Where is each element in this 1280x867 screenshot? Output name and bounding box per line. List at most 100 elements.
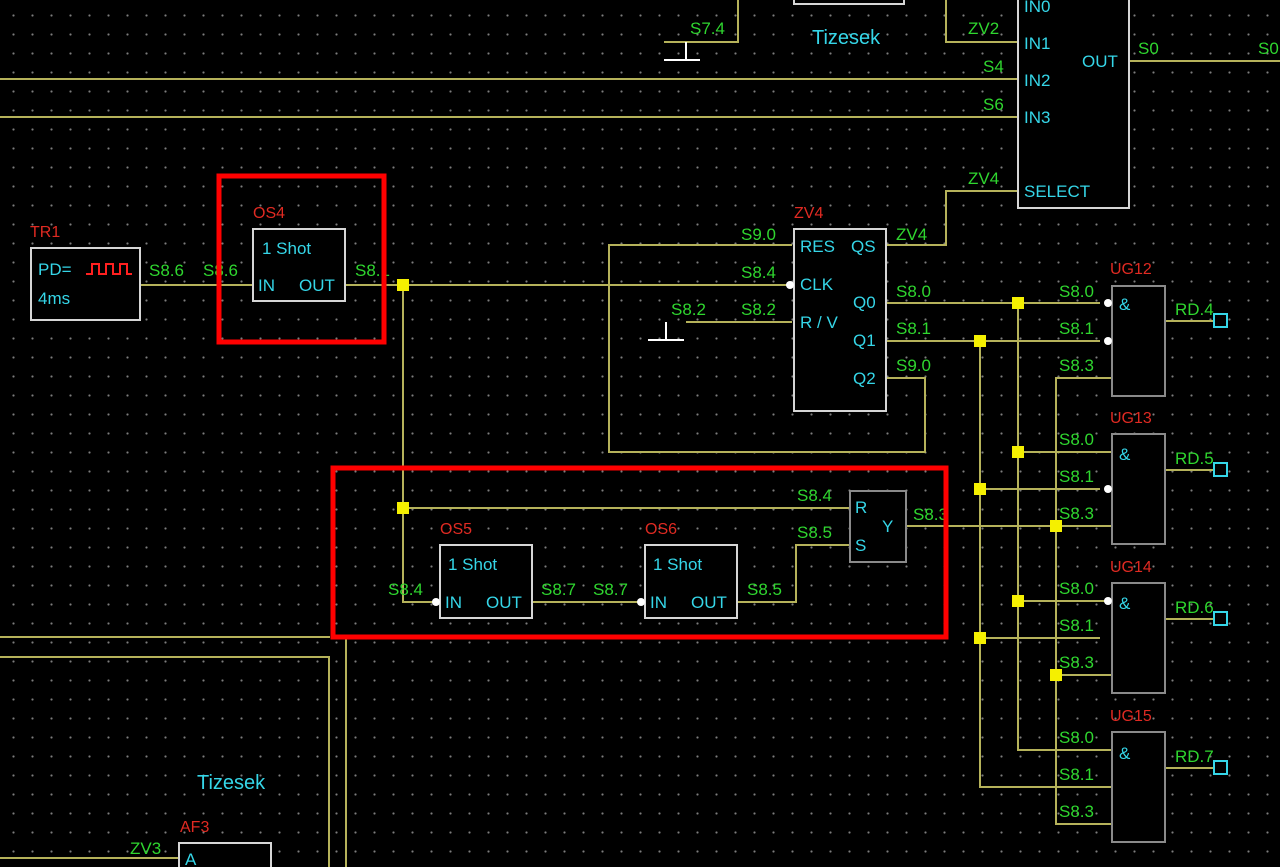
- title-top: Tizesek: [812, 27, 881, 49]
- sig-g15-in2: S8.3: [1059, 802, 1094, 821]
- ug12-and-icon: &: [1119, 295, 1131, 314]
- ff-r: R: [855, 498, 867, 517]
- os6-out: OUT: [691, 593, 727, 612]
- counter-q0: Q0: [853, 293, 876, 312]
- flipflop-block[interactable]: R S Y: [849, 490, 907, 563]
- mux-in2: IN2: [1024, 71, 1050, 90]
- os5-out: OUT: [486, 593, 522, 612]
- gate-ug13[interactable]: UG13 & RD.5: [1104, 410, 1228, 545]
- sig-s81: S8.1: [355, 261, 390, 280]
- signal-labels: S7.4 ZV2 S4 S6 ZV4 S0 S0 S8.6 S8.6 S8.1 …: [130, 19, 1279, 858]
- timer-tr1[interactable]: TR1 PD= 4ms: [30, 224, 141, 321]
- wire-bottom-b: [0, 656, 330, 867]
- bus-s81: [979, 341, 1112, 788]
- af3-pin-a: A: [185, 850, 197, 867]
- ug14-and-icon: &: [1119, 594, 1131, 613]
- ug15-out-label: RD.7: [1175, 747, 1214, 766]
- sig-g14-in1: S8.1: [1059, 616, 1094, 635]
- sig-s80-q0: S8.0: [896, 282, 931, 301]
- sig-s90: S9.0: [741, 225, 776, 244]
- wire-s90-loop: [608, 244, 926, 453]
- pulse-wave-icon: [86, 263, 132, 275]
- sig-s6: S6: [983, 95, 1004, 114]
- oneshot-os6[interactable]: OS6 1 Shot IN OUT: [637, 521, 738, 619]
- sig-s74: S7.4: [690, 19, 725, 38]
- ug14-name: UG14: [1110, 559, 1152, 576]
- timer-period: 4ms: [38, 289, 70, 308]
- os5-name: OS5: [440, 521, 472, 538]
- ug13-out-label: RD.5: [1175, 449, 1214, 468]
- ff-y: Y: [882, 517, 893, 536]
- os6-in: IN: [650, 593, 667, 612]
- ug12-out-label: RD.4: [1175, 300, 1214, 319]
- mux-block[interactable]: IN0 IN1 IN2 IN3 SELECT OUT: [1017, 0, 1130, 209]
- ug15-name: UG15: [1110, 708, 1152, 725]
- block-af3[interactable]: AF3 A: [178, 819, 272, 867]
- af3-name: AF3: [180, 819, 209, 836]
- ug15-and-icon: &: [1119, 744, 1131, 763]
- ug14-out-label: RD.6: [1175, 598, 1214, 617]
- sig-s90-q2: S9.0: [896, 356, 931, 375]
- sig-s85-ff: S8.5: [797, 523, 832, 542]
- sig-g14-in0: S8.0: [1059, 579, 1094, 598]
- mux-in3: IN3: [1024, 108, 1050, 127]
- sig-g14-in2: S8.3: [1059, 653, 1094, 672]
- junctions: [397, 279, 1062, 681]
- sig-g13-in1: S8.1: [1059, 467, 1094, 486]
- sig-g15-in1: S8.1: [1059, 765, 1094, 784]
- gate-ug12[interactable]: UG12 & RD.4: [1104, 261, 1228, 397]
- sig-g15-in0: S8.0: [1059, 728, 1094, 747]
- oneshot-os5[interactable]: OS5 1 Shot IN OUT: [432, 521, 533, 619]
- bus-s83: [1055, 377, 1112, 825]
- counter-zv4[interactable]: ZV4 RES CLK R / V QS Q0 Q1 Q2: [786, 205, 887, 412]
- top-block[interactable]: [793, 0, 905, 5]
- sig-s84-clk: S8.4: [741, 263, 776, 282]
- os6-title: 1 Shot: [653, 555, 702, 574]
- os5-title: 1 Shot: [448, 555, 497, 574]
- wire-s85: [737, 544, 850, 603]
- ug12-name: UG12: [1110, 261, 1152, 278]
- ug14-output-port[interactable]: [1213, 611, 1228, 626]
- mux-select: SELECT: [1024, 182, 1090, 201]
- os4-out: OUT: [299, 276, 335, 295]
- timer-pd: PD=: [38, 260, 72, 279]
- os6-inverter-bubble: [637, 598, 645, 606]
- highlight-os4: [216, 173, 387, 345]
- counter-name: ZV4: [794, 205, 823, 222]
- sig-zv4: ZV4: [968, 169, 999, 188]
- sig-s87-b: S8.7: [593, 580, 628, 599]
- mux-in0: IN0: [1024, 0, 1050, 16]
- gate-ug15[interactable]: UG15 & RD.7: [1110, 708, 1228, 843]
- clk-inverter-bubble: [786, 281, 794, 289]
- sig-ffy: S8.3: [913, 505, 948, 524]
- mux-in1: IN1: [1024, 34, 1050, 53]
- sig-s86-a: S8.6: [149, 261, 184, 280]
- gate-ug14[interactable]: UG14 & RD.6: [1104, 559, 1228, 694]
- counter-q1: Q1: [853, 331, 876, 350]
- ff-s: S: [855, 536, 866, 555]
- oneshot-os4[interactable]: OS4 1 Shot IN OUT: [252, 205, 346, 302]
- ug13-output-port[interactable]: [1213, 462, 1228, 477]
- sig-g13-in2: S8.3: [1059, 504, 1094, 523]
- sig-s0-right: S0: [1258, 39, 1279, 58]
- sig-s82-a: S8.2: [671, 300, 706, 319]
- os5-inverter-bubble: [432, 598, 440, 606]
- sig-s87-a: S8.7: [541, 580, 576, 599]
- counter-q2: Q2: [853, 369, 876, 388]
- highlight-os5-os6-ff: [330, 465, 949, 640]
- ug13-name: UG13: [1110, 410, 1152, 427]
- sig-s0: S0: [1138, 39, 1159, 58]
- ground-symbols: [648, 42, 700, 341]
- sig-zv4-qs: ZV4: [896, 225, 927, 244]
- os4-title: 1 Shot: [262, 239, 311, 258]
- sig-s84-os5: S8.4: [388, 580, 423, 599]
- os4-name: OS4: [253, 205, 285, 222]
- ug12-output-port[interactable]: [1213, 313, 1228, 328]
- counter-clk: CLK: [800, 275, 834, 294]
- sig-s4: S4: [983, 57, 1004, 76]
- ug15-output-port[interactable]: [1213, 760, 1228, 775]
- os5-in: IN: [445, 593, 462, 612]
